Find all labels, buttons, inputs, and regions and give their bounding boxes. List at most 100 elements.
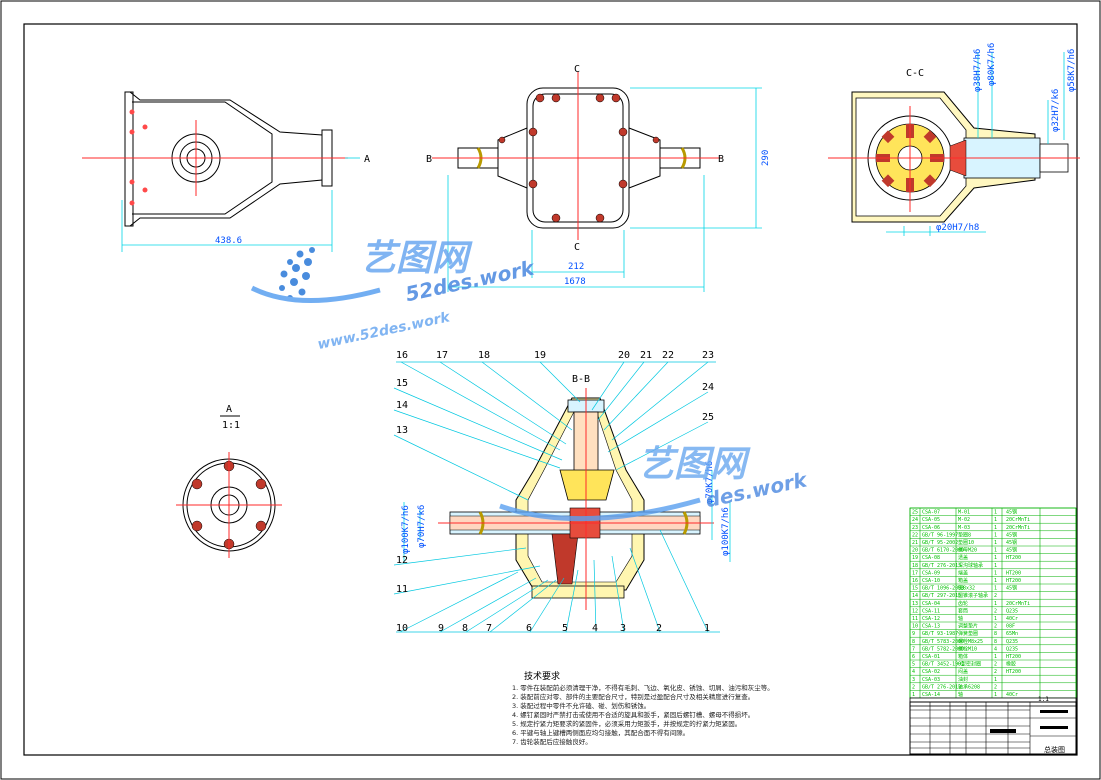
bom-cell: 2	[994, 662, 997, 668]
bom-cell: 40Cr	[1006, 616, 1018, 622]
bom-cell: 19	[912, 555, 918, 561]
note-6: 6. 平键与轴上键槽两侧面应均匀接触，其配合面不得有间隙。	[512, 728, 689, 737]
bom-cell: Q235	[1006, 639, 1018, 645]
bom-cell: 20CrMnTi	[1006, 601, 1030, 607]
side-view-left: 438.6 A	[82, 91, 370, 252]
technical-requirements: 技术要求 1. 零件在装配前必须清理干净，不得有毛刺、飞边、氧化皮、锈蚀、切屑、…	[512, 670, 774, 746]
balloon-10: 10	[396, 623, 408, 634]
bom-cell: 9	[912, 631, 915, 637]
bom-cell: 2	[994, 624, 997, 630]
bom-cell: 箱盖	[958, 577, 968, 584]
balloon-24: 24	[702, 382, 714, 393]
view-a-title: A	[226, 404, 232, 415]
balloon-18: 18	[478, 350, 490, 361]
bom-cell: 1	[994, 532, 997, 538]
bom-cell: 键8x32	[958, 585, 975, 592]
bb-dim-right-2: φ100K7/h6	[721, 507, 731, 556]
bom-cell: 螺母M20	[958, 547, 977, 554]
cc-title: C-C	[906, 68, 924, 79]
bom-cell: 圆锥滚子轴承	[958, 592, 988, 599]
note-7: 7. 齿轮装配后应接触良好。	[512, 737, 592, 746]
bom-cell: 端盖	[958, 569, 968, 576]
bom-cell: 12	[912, 608, 918, 614]
bom-cell: M-02	[958, 517, 970, 523]
front-total-dim: 1678	[564, 277, 586, 287]
bom-cell: HT200	[1006, 654, 1021, 660]
balloon-21: 21	[640, 350, 652, 361]
bom-cell: HT200	[1006, 669, 1021, 675]
note-5: 5. 规定拧紧力矩要求的紧固件，必须采用力矩扳手，并按规定的拧紧力矩紧固。	[512, 719, 741, 728]
bom-cell: 3	[912, 677, 915, 683]
bom-cell: 45钢	[1006, 509, 1017, 516]
front-width-dim: 212	[568, 262, 584, 272]
bom-cell: 2	[994, 669, 997, 675]
balloon-3: 3	[620, 623, 626, 634]
bom-cell: 螺栓M8x25	[958, 638, 983, 645]
bb-dim-right-1: φ70K7/h6	[705, 461, 715, 504]
bom-cell: GB/T 276-2013	[922, 684, 961, 690]
title-block: 总装图 1:1	[909, 696, 1077, 755]
bom-cell: CSA-10	[922, 578, 940, 584]
bom-cell: 1	[994, 555, 997, 561]
bom-cell: 橡胶	[1006, 661, 1016, 668]
bom-cell: 40Cr	[1006, 692, 1018, 698]
cc-dim-5: φ20H7/h8	[936, 223, 979, 233]
bom-cell: 4	[994, 646, 997, 652]
bom-cell: GB/T 95-2002	[922, 540, 958, 546]
bom-cell: GB/T 96-1997	[922, 532, 958, 538]
bom-cell: 10	[912, 624, 918, 630]
watermark-brand-2: 艺图网	[638, 444, 751, 485]
bom-cell: 1	[994, 525, 997, 531]
front-height-dim: 290	[761, 150, 771, 166]
bom-cell: CSA-09	[922, 570, 940, 576]
bom-cell: CSA-01	[922, 654, 940, 660]
bom-cell: HT200	[1006, 578, 1021, 584]
balloon-19: 19	[534, 350, 546, 361]
notes-title: 技术要求	[524, 670, 560, 682]
view-a-scale: 1:1	[222, 420, 240, 431]
bb-title: B-B	[572, 374, 590, 385]
bom-cell: GB/T 5782-2000	[922, 646, 964, 652]
bom-cell: 6	[912, 654, 915, 660]
bom-cell: 2	[912, 684, 915, 690]
balloon-8: 8	[462, 623, 468, 634]
bom-cell: 14	[912, 593, 918, 599]
balloon-20: 20	[618, 350, 630, 361]
bom-cell: 透盖	[958, 554, 968, 561]
bom-cell: 45钢	[1006, 585, 1017, 592]
watermark-brand: 艺图网	[360, 238, 473, 279]
left-view-width-dim: 438.6	[215, 236, 242, 246]
bom-cell: 1	[994, 570, 997, 576]
bom-cell: CSA-04	[922, 601, 940, 607]
bom-cell: 深沟球轴承	[958, 562, 983, 569]
balloon-14: 14	[396, 400, 408, 411]
bom-cell: 20	[912, 548, 918, 554]
bom-cell: 垫圈10	[958, 539, 974, 546]
cc-dim-4: φ32H7/k6	[1051, 89, 1061, 132]
bom-cell: 08F	[1006, 624, 1015, 630]
bom-cell: 45钢	[1006, 547, 1017, 554]
bom-cell: 闷盖	[958, 668, 968, 675]
bom-cell: 45钢	[1006, 539, 1017, 546]
balloon-11: 11	[396, 584, 408, 595]
bom-cell: 齿轮	[958, 600, 968, 607]
section-bb: B-B φ100K7/h6 φ70H7/k6 φ70K7/h6 φ100K7/h…	[393, 350, 731, 634]
bom-cell: 1	[994, 517, 997, 523]
view-a-marker: A	[364, 154, 370, 165]
bom-cell: O型密封圈	[958, 661, 981, 668]
bom-cell: Q235	[1006, 608, 1018, 614]
bom-cell: 1	[994, 510, 997, 516]
bom-cell: 轴	[958, 691, 963, 698]
bom-cell: M-03	[958, 525, 970, 531]
drawing-number: 总装图	[1044, 745, 1065, 754]
bom-cell: GB/T 3452-1992	[922, 662, 964, 668]
view-a: A 1:1	[176, 404, 282, 558]
bom-cell: 2	[994, 608, 997, 614]
bom-cell: 弹簧垫圈	[958, 630, 978, 637]
bom-cell: CSA-06	[922, 525, 940, 531]
bom-cell: GB/T 6170-2000	[922, 548, 964, 554]
bom-cell: GB/T 276-2013	[922, 563, 961, 569]
bom-cell: CSA-11	[922, 608, 940, 614]
